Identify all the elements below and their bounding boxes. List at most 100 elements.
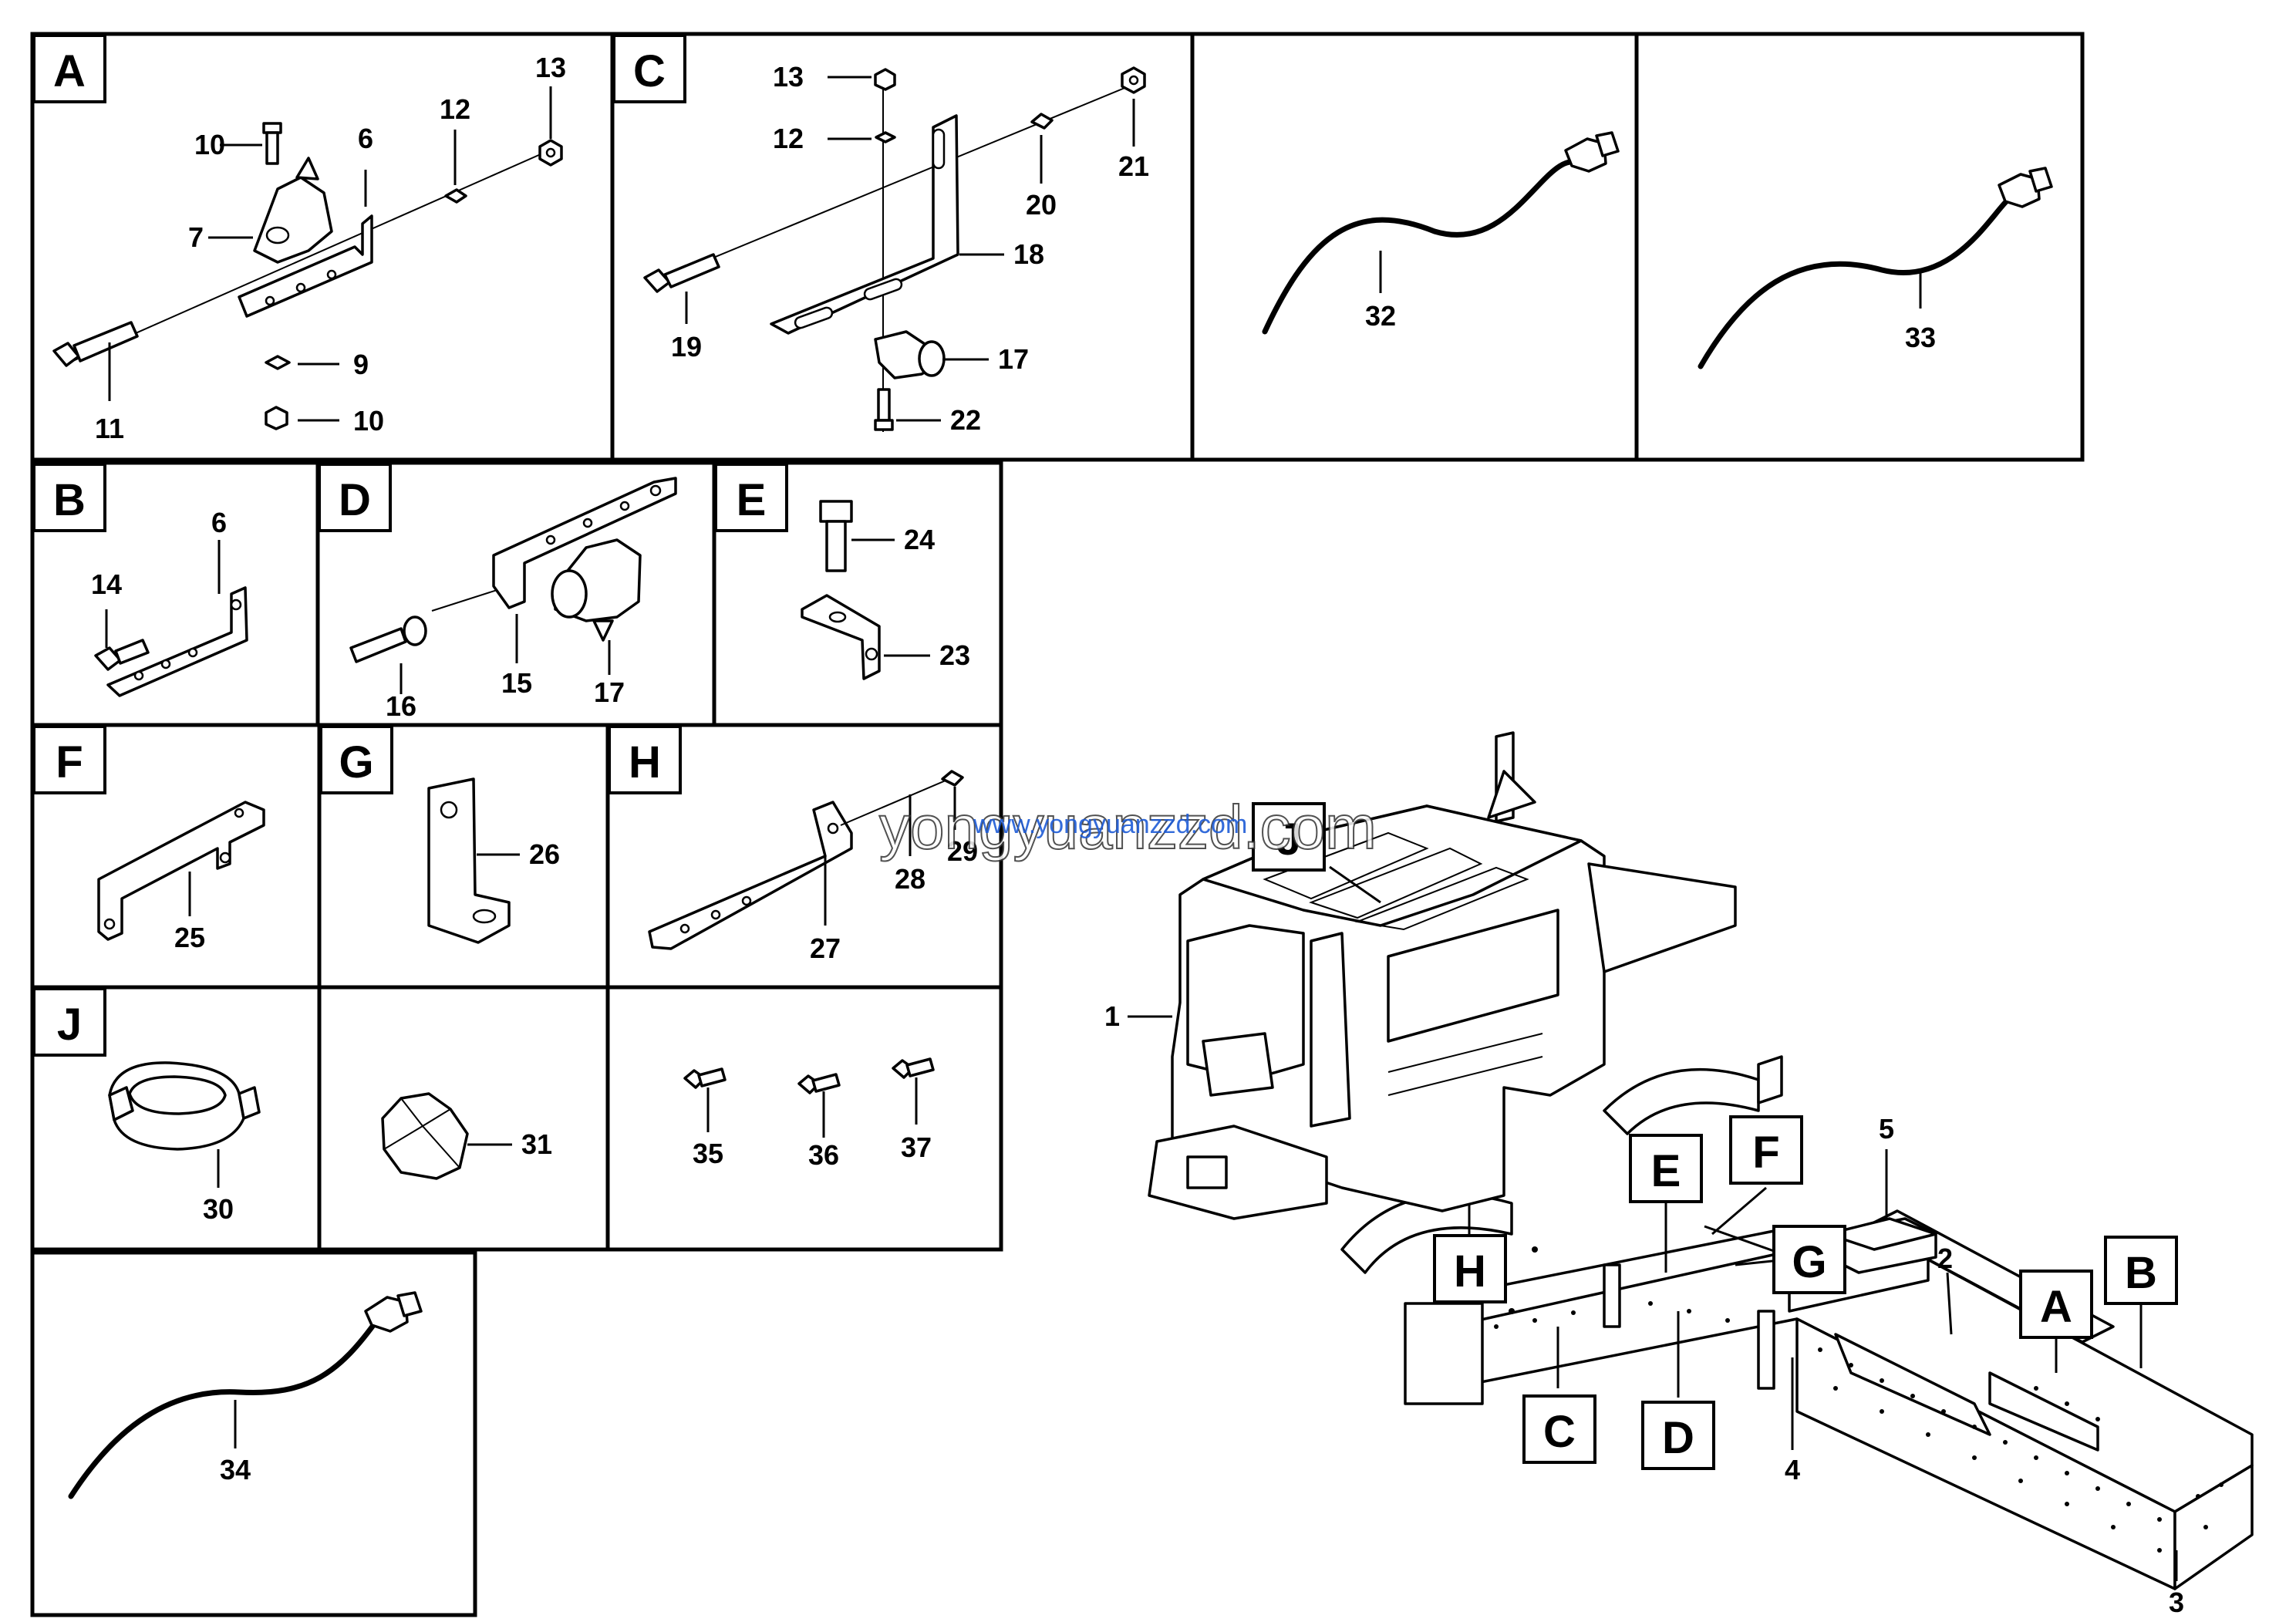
panel-label-b: B: [32, 463, 106, 532]
location-label-c: C: [1522, 1394, 1596, 1464]
location-label-h: H: [1433, 1234, 1507, 1303]
callout-34: 34: [220, 1454, 251, 1485]
callout-25: 25: [174, 922, 205, 953]
callout-23: 23: [939, 639, 970, 671]
svg-text:G: G: [1792, 1237, 1826, 1287]
svg-text:J: J: [57, 1000, 82, 1050]
callout-1: 1: [1104, 1000, 1120, 1032]
svg-text:H: H: [1454, 1246, 1486, 1297]
svg-text:A: A: [53, 46, 86, 96]
panel-f-parts: [97, 801, 265, 941]
callout-19: 19: [671, 331, 702, 363]
callout-13: 13: [535, 52, 566, 83]
svg-text:B: B: [2125, 1248, 2157, 1298]
callout-13: 13: [773, 61, 804, 93]
callout-14: 14: [91, 568, 122, 600]
callout-11: 11: [95, 413, 124, 444]
svg-text:J: J: [1276, 814, 1301, 865]
location-label-j: J: [1252, 802, 1326, 872]
main-assembly-view: [1148, 731, 2254, 1590]
callout-3: 3: [2169, 1587, 2184, 1618]
callout-8: 10: [194, 129, 225, 160]
svg-text:G: G: [339, 737, 373, 787]
panel-label-e: E: [714, 463, 788, 532]
callout-20: 20: [1026, 189, 1057, 221]
panel-a-leaders: [108, 86, 552, 422]
location-label-d: D: [1641, 1401, 1715, 1470]
cable-33: [1698, 167, 2053, 369]
panel-a-parts: [52, 122, 563, 430]
callout-12: 12: [440, 93, 470, 125]
callout-33: 33: [1905, 322, 1936, 353]
svg-text:D: D: [339, 475, 371, 525]
callout-16: 16: [386, 690, 416, 722]
panel-label-f: F: [32, 725, 106, 794]
callout-28: 28: [895, 863, 925, 895]
callout-17-d: 17: [594, 676, 625, 708]
svg-text:F: F: [56, 737, 83, 787]
panel-31-parts: [381, 1092, 469, 1180]
callout-5: 5: [1879, 1113, 1894, 1145]
callout-26: 26: [529, 838, 560, 870]
callout-10: 10: [353, 405, 384, 437]
panel-frames: [30, 32, 2085, 1617]
panel-g-parts: [427, 777, 511, 944]
callout-27: 27: [810, 932, 841, 964]
svg-text:F: F: [1752, 1128, 1779, 1178]
callout-7: 7: [188, 221, 204, 253]
panel-h-parts: [648, 770, 964, 950]
svg-text:D: D: [1662, 1413, 1694, 1463]
svg-text:C: C: [1543, 1407, 1576, 1457]
panel-label-a: A: [32, 34, 106, 103]
callout-12: 12: [773, 123, 804, 154]
watermark-small: www.yongyuanzzd.com: [973, 810, 1247, 839]
panel-label-g: G: [319, 725, 393, 794]
panel-b-parts: [94, 586, 248, 697]
svg-text:A: A: [2040, 1282, 2072, 1332]
panel-label-j: J: [32, 987, 106, 1057]
callout-6-b: 6: [211, 507, 227, 538]
panel-e-parts: [801, 500, 881, 680]
callout-32: 32: [1365, 300, 1396, 332]
callout-4: 4: [1785, 1454, 1800, 1485]
callout-35: 35: [693, 1138, 723, 1169]
panel-35-37-parts: [683, 1057, 935, 1094]
panel-label-h: H: [608, 725, 682, 794]
callout-18: 18: [1013, 238, 1044, 270]
callout-17: 17: [998, 343, 1029, 375]
location-label-e: E: [1629, 1134, 1703, 1203]
callout-2: 2: [1937, 1243, 1953, 1274]
panel-c-leaders: [685, 76, 1135, 422]
svg-text:H: H: [629, 737, 661, 787]
svg-text:E: E: [737, 475, 767, 525]
cable-34: [68, 1291, 423, 1499]
callout-21: 21: [1118, 150, 1149, 182]
callout-15: 15: [501, 667, 532, 699]
panel-label-c: C: [612, 34, 686, 103]
callout-9: 9: [353, 349, 369, 380]
callout-37: 37: [901, 1131, 932, 1163]
location-label-g: G: [1772, 1225, 1846, 1294]
callout-29: 29: [947, 835, 978, 867]
main-view-leaders: [1128, 865, 2178, 1581]
panel-label-d: D: [318, 463, 392, 532]
callout-31: 31: [521, 1128, 552, 1160]
panel-d-parts: [349, 477, 677, 663]
location-label-b: B: [2104, 1236, 2178, 1305]
callout-6: 6: [358, 123, 373, 154]
panel-j-parts: [108, 1061, 261, 1151]
svg-text:B: B: [53, 475, 86, 525]
svg-text:C: C: [633, 46, 666, 96]
location-label-a: A: [2019, 1270, 2093, 1339]
panel-c-parts: [643, 66, 1146, 432]
chassis-rivet-pattern: [1494, 1246, 2224, 1553]
svg-text:E: E: [1651, 1146, 1681, 1196]
callout-36: 36: [808, 1139, 839, 1171]
watermark-large: yongyuanzzd.com: [879, 793, 1377, 862]
callout-22: 22: [950, 404, 981, 436]
cable-32: [1262, 131, 1620, 335]
callout-24: 24: [904, 524, 935, 555]
location-label-f: F: [1729, 1115, 1803, 1185]
callout-30: 30: [203, 1193, 234, 1225]
